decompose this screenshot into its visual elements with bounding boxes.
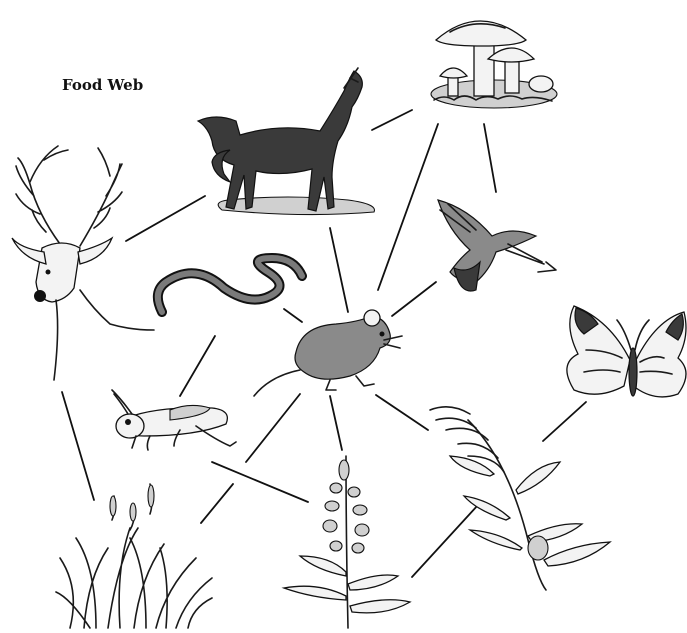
link-deer-wolf	[126, 196, 205, 241]
link-grasshopper-grass	[201, 484, 233, 523]
link-wolf-mushroom	[372, 110, 412, 130]
link-mushroom-mouse	[378, 124, 438, 290]
fireweed-icon	[284, 456, 410, 628]
link-snake-mouse	[284, 309, 302, 322]
hawk-icon	[438, 200, 556, 291]
link-grasshopper-fireweed	[212, 462, 308, 502]
link-mouse-goldenrod	[376, 395, 428, 430]
link-mouse-grasshopper	[246, 394, 300, 462]
link-hawk-mouse	[392, 282, 436, 316]
link-wolf-mouse	[330, 228, 348, 312]
link-butterfly-goldenrod	[543, 402, 586, 441]
grass-icon	[56, 484, 212, 628]
snake-icon	[158, 258, 302, 312]
butterfly-icon	[567, 306, 686, 397]
link-mushroom-hawk	[484, 124, 496, 192]
mushroom-icon	[431, 21, 557, 108]
link-snake-grasshopper	[180, 336, 215, 396]
link-mouse-fireweed	[330, 396, 342, 450]
mouse-icon	[254, 310, 402, 396]
link-deer-grass	[62, 392, 94, 500]
link-goldenrod-fireweed	[412, 505, 478, 577]
wolf-icon	[198, 68, 374, 215]
goldenrod-icon	[430, 407, 610, 590]
grasshopper-icon	[112, 390, 236, 450]
deer-icon	[12, 146, 154, 380]
